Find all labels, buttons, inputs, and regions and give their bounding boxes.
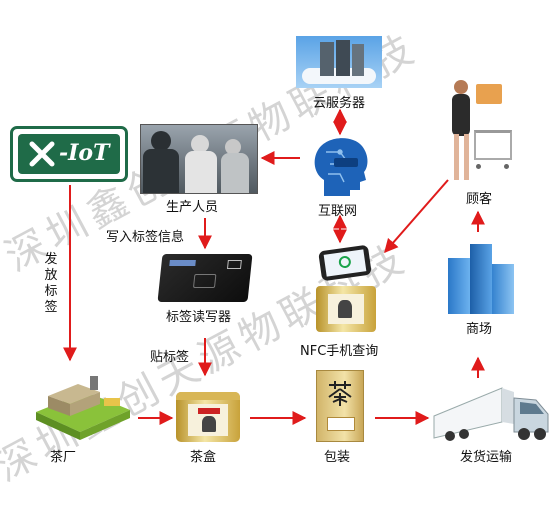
xiot-logo: -IoT [10, 126, 128, 182]
tea-box-can [176, 392, 240, 442]
nfc-tea-can [316, 286, 376, 332]
issue-tags-label: 发放标签 [44, 252, 58, 315]
tag-reader-device [157, 254, 253, 302]
mall-label: 商场 [466, 322, 493, 337]
write-tag-info-label: 写入标签信息 [106, 230, 185, 245]
x-mark-icon [29, 141, 55, 167]
production-staff-photo [140, 124, 258, 194]
production-staff-label: 生产人员 [166, 200, 219, 215]
arrow-customer-to-nfc [384, 179, 449, 254]
packaging-label: 包装 [324, 450, 351, 465]
tea-box-label: 茶盒 [190, 450, 217, 465]
shipping-truck-icon [433, 387, 549, 441]
cloud-server-label: 云服务器 [313, 96, 366, 111]
tea-factory-label: 茶厂 [50, 450, 77, 465]
customer-figure [444, 76, 518, 184]
mall-buildings [448, 240, 514, 314]
shipping-label: 发货运输 [460, 450, 513, 465]
tea-character-icon [328, 381, 352, 406]
cloud-server-image [296, 36, 382, 88]
tea-factory-icon [36, 376, 130, 440]
attach-tags-label: 贴标签 [150, 350, 190, 365]
customer-label: 顾客 [466, 192, 493, 207]
tag-reader-label: 标签读写器 [166, 310, 232, 325]
nfc-query-label: NFC手机查询 [300, 344, 379, 359]
internet-label: 互联网 [318, 204, 358, 219]
internet-head-icon [314, 138, 368, 196]
logo-text: -IoT [59, 140, 110, 166]
packaging-box: ​ [316, 370, 364, 442]
